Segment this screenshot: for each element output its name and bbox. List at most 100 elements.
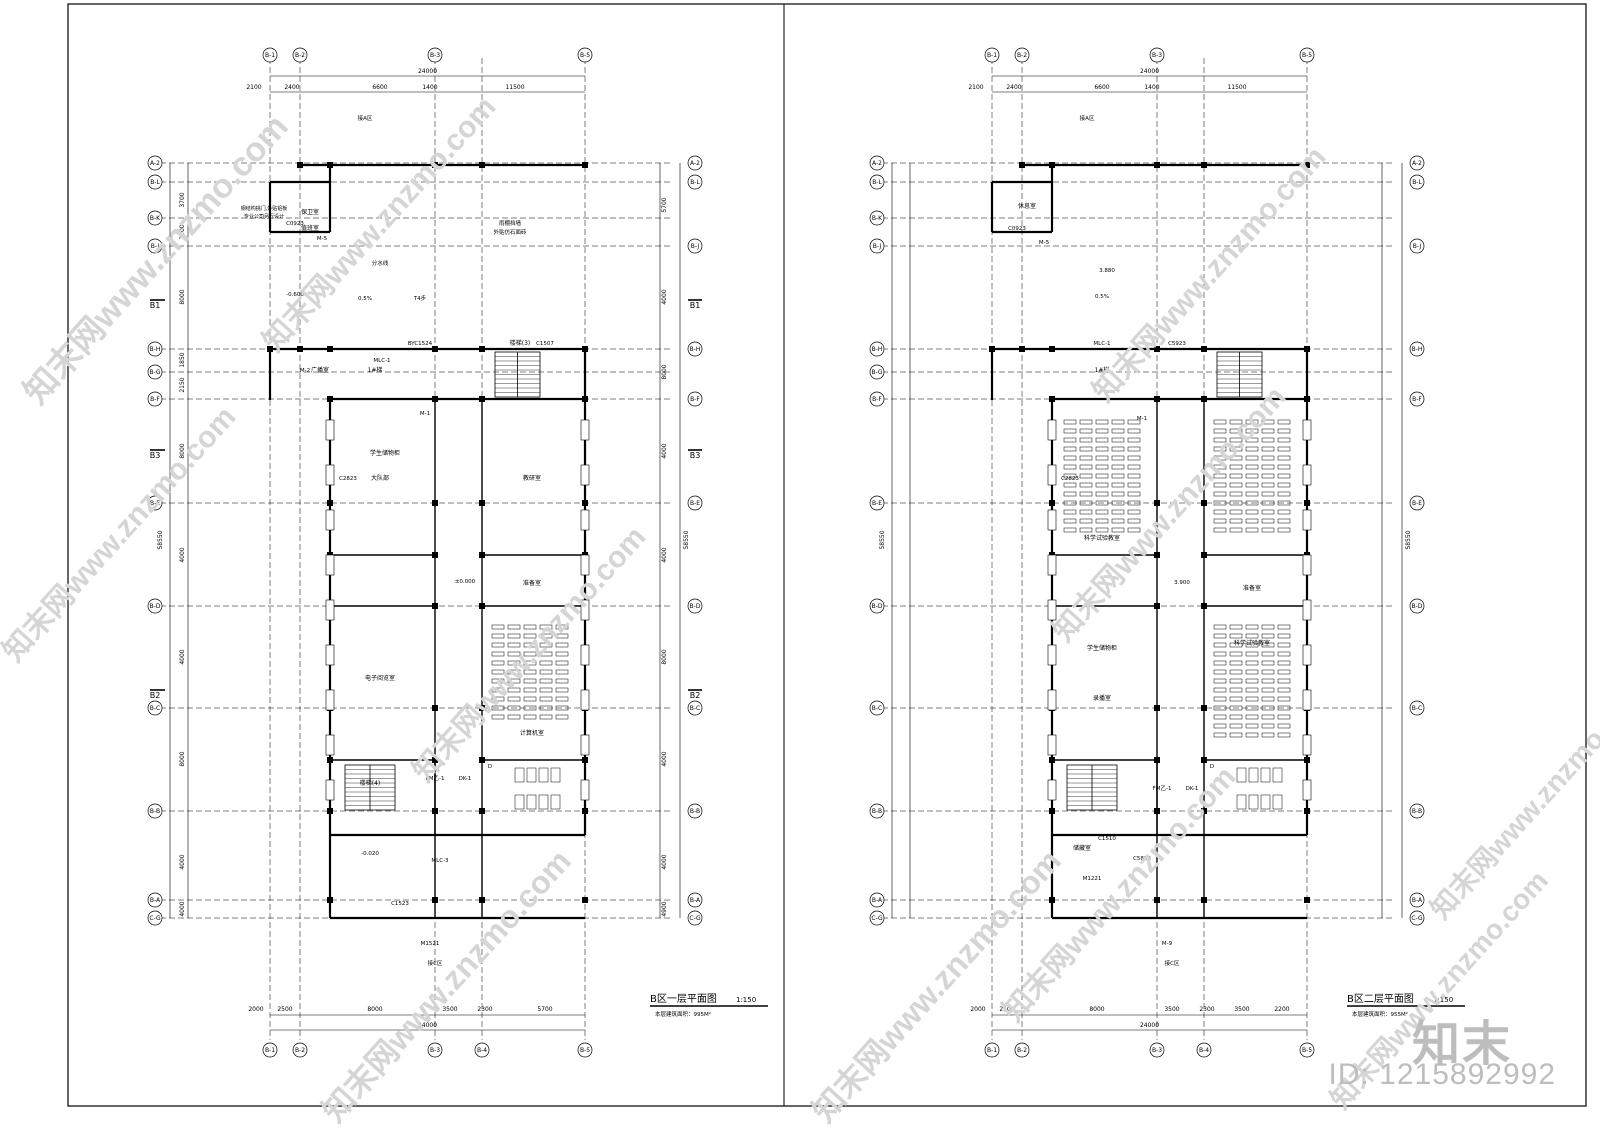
plan-label-18: -0.020 xyxy=(361,851,379,857)
plan-label-6: FM乙-1 xyxy=(1153,785,1172,792)
plan-label-22: 雨棚挡墙 xyxy=(499,219,522,227)
desks-computer-desk-5-1 xyxy=(507,669,521,675)
desks-nw-desk-10-0 xyxy=(1063,509,1077,515)
plan-label-3: MLC-1 xyxy=(373,358,390,364)
room-name-4: 大队部 xyxy=(371,474,389,482)
window-east-780 xyxy=(1302,779,1312,801)
toilet-stall-b-1 xyxy=(1248,794,1259,810)
right-axis-bubble-1-circle xyxy=(687,174,703,190)
plan-label-14: 接C区 xyxy=(428,959,443,967)
window-west-465 xyxy=(1047,464,1057,486)
left-axis-bubble-4-circle xyxy=(869,341,885,357)
desks-nw-desk-10-4 xyxy=(1127,509,1141,515)
top-axis-bubble-1-circle xyxy=(292,47,308,63)
room-name-5: 学生储物柜 xyxy=(1087,644,1117,652)
desks-se-desk-3-3 xyxy=(1261,651,1275,657)
desks-nw-desk-2-3 xyxy=(1111,437,1125,443)
desks-nw-desk-10-2 xyxy=(1095,509,1109,515)
right-axis-bubble-6-text: B-D xyxy=(690,603,701,610)
right-dim-4: 4000 xyxy=(661,547,668,562)
desks-nw-desk-1-0 xyxy=(1063,428,1077,434)
left-axis-bubble-1-circle xyxy=(147,174,163,190)
desks-computer-desk-8-0 xyxy=(491,696,505,702)
desks-computer-desk-10-2 xyxy=(523,714,537,720)
plan-label-12: C1523 xyxy=(391,901,409,907)
desks-nw-desk-1-2 xyxy=(1095,428,1109,434)
desks-computer-desk-2-2 xyxy=(523,642,537,648)
top-dim-4: 11500 xyxy=(1227,84,1246,91)
room-name-3: 准备室 xyxy=(1243,584,1261,592)
plan-label-19: ±0.000 xyxy=(455,579,476,585)
desks-ne-desk-5-4 xyxy=(1277,464,1291,470)
desks-computer-desk-2-3 xyxy=(539,642,553,648)
left-axis-bubble-4-text: B-H xyxy=(872,346,883,353)
desks-ne-desk-12-0 xyxy=(1213,527,1227,533)
desks-se-desk-8-2 xyxy=(1245,696,1259,702)
desks-ne-desk-4-4 xyxy=(1277,455,1291,461)
plan-label-13: M1521 xyxy=(421,941,440,947)
column-6-0 xyxy=(327,757,333,763)
toilet-stall-3 xyxy=(550,767,561,783)
desks-computer-desk-7-0 xyxy=(491,687,505,693)
column-3-1 xyxy=(1154,552,1160,558)
desks-nw-desk-3-4 xyxy=(1127,446,1141,452)
desks-se-desk-6-3 xyxy=(1261,678,1275,684)
window-west-600 xyxy=(1047,599,1057,621)
bottom-dim-4: 2300 xyxy=(477,1006,492,1013)
plan-label-3: C5923 xyxy=(1168,341,1186,347)
plan-label-10: C1510 xyxy=(1098,836,1116,842)
right-axis-bubble-10-circle xyxy=(1409,910,1425,926)
desks-se-desk-9-3 xyxy=(1261,705,1275,711)
desks-ne-desk-5-3 xyxy=(1261,464,1275,470)
desks-se-desk-12-0 xyxy=(1213,732,1227,738)
desks-nw-desk-9-0 xyxy=(1063,500,1077,506)
room-name-0: 保卫室 xyxy=(301,208,319,216)
left-axis-bubble-6-text: B-F xyxy=(872,396,882,403)
window-east-735 xyxy=(580,734,590,756)
desks-nw-desk-2-1 xyxy=(1079,437,1093,443)
right-axis-bubble-10-text: C-G xyxy=(1411,915,1423,922)
column-6-1 xyxy=(1154,757,1160,763)
plan-label-5: M-1 xyxy=(1137,416,1147,422)
desks-nw-desk-9-3 xyxy=(1111,500,1125,506)
desks-nw-desk-1-1 xyxy=(1079,428,1093,434)
desks-nw-desk-3-3 xyxy=(1111,446,1125,452)
desks-ne-desk-2-0 xyxy=(1213,437,1227,443)
left-axis-bubble-0-text: A-2 xyxy=(150,160,160,167)
desks-nw-desk-9-4 xyxy=(1127,500,1141,506)
toilet-stall-0 xyxy=(514,767,525,783)
desks-se-desk-1-2 xyxy=(1245,633,1259,639)
plan-label-10: D xyxy=(488,764,492,770)
desks-nw-desk-0-1 xyxy=(1079,419,1093,425)
desks-se-desk-11-2 xyxy=(1245,723,1259,729)
desks-se-desk-6-0 xyxy=(1213,678,1227,684)
top-dim-0: 2100 xyxy=(246,84,261,91)
desks-se-desk-2-1 xyxy=(1229,642,1243,648)
desks-se-desk-2-3 xyxy=(1261,642,1275,648)
desks-ne-desk-0-4 xyxy=(1277,419,1291,425)
desks-computer-desk-3-1 xyxy=(507,651,521,657)
desks-se-desk-10-2 xyxy=(1245,714,1259,720)
window-east-690 xyxy=(1302,689,1312,711)
top-axis-bubble-1-text: B-2 xyxy=(295,52,305,59)
left-axis-bubble-1-text: B-L xyxy=(150,179,160,186)
desks-se-desk-0-4 xyxy=(1277,624,1291,630)
desks-nw-desk-0-3 xyxy=(1111,419,1125,425)
column-2-2 xyxy=(1201,500,1207,506)
right-axis-bubble-4-text: B-F xyxy=(690,396,700,403)
plan-scale: 1:150 xyxy=(736,996,756,1004)
toilet-stall-b-0 xyxy=(514,794,525,810)
left-axis-bubble-2-text: B-K xyxy=(150,215,161,222)
left-axis-bubble-5-text: B-G xyxy=(149,369,161,376)
desks-se-desk-7-1 xyxy=(1229,687,1243,693)
right-axis-bubble-5-circle xyxy=(687,495,703,511)
column-0-0 xyxy=(327,346,333,352)
column-6-3 xyxy=(582,757,588,763)
right-axis-bubble-1-circle xyxy=(1409,174,1425,190)
column-2-2 xyxy=(479,500,485,506)
desks-nw-desk-8-0 xyxy=(1063,491,1077,497)
desks-ne-desk-6-3 xyxy=(1261,473,1275,479)
left-axis-bubble-12-text: C-G xyxy=(149,915,161,922)
column-2-0 xyxy=(1049,500,1055,506)
left-axis-bubble-9-circle xyxy=(869,700,885,716)
